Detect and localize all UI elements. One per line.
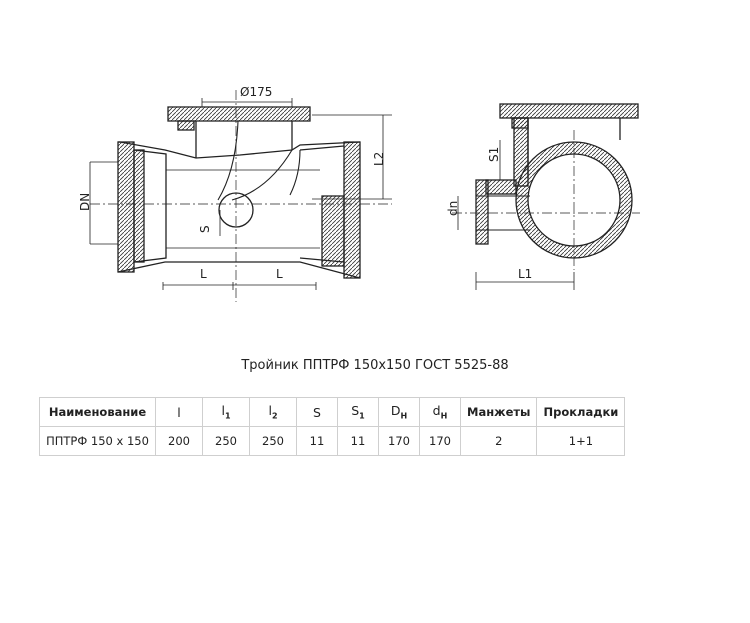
cell-s: 11 <box>296 426 338 456</box>
top-flange <box>167 106 311 122</box>
dim-s1-label: S1 <box>487 147 501 162</box>
main-body-top <box>118 141 361 159</box>
table-header-row: Наименование l l1 l2 S S1 DH dH Манжеты … <box>39 397 626 427</box>
side-view <box>452 103 640 270</box>
dim-s-label: S <box>198 225 212 233</box>
spec-table: Наименование l l1 l2 S S1 DH dH Манжеты … <box>39 397 626 456</box>
col-l: l <box>155 397 203 427</box>
cell-l1: 250 <box>202 426 250 456</box>
front-dimensions <box>89 98 392 290</box>
front-view <box>90 90 392 302</box>
table-row: ППТРФ 150 х 150 200 250 250 11 11 170 17… <box>39 426 626 456</box>
cell-s1: 11 <box>337 426 379 456</box>
col-l2: l2 <box>249 397 297 427</box>
side-top-flange <box>499 103 639 119</box>
cell-l: 200 <box>155 426 203 456</box>
dim-diameter-label: Ø175 <box>240 85 272 99</box>
col-cuffs: Манжеты <box>459 397 538 427</box>
dim-l1-label: L1 <box>518 267 532 281</box>
technical-drawing: Ø175 L2 DN S L L S1 dn L1 <box>78 85 640 302</box>
col-dh-small: dH <box>419 397 461 427</box>
col-s: S <box>296 397 338 427</box>
dim-dn-small-label: dn <box>446 201 460 216</box>
cell-gaskets: 1+1 <box>536 426 626 456</box>
cell-cuffs: 2 <box>459 426 538 456</box>
cell-dh: 170 <box>378 426 420 456</box>
col-dh: DH <box>378 397 420 427</box>
cell-name: ППТРФ 150 х 150 <box>39 426 156 456</box>
col-s1: S1 <box>337 397 379 427</box>
side-dimensions <box>457 140 575 290</box>
right-socket <box>343 141 361 279</box>
dim-l-left-label: L <box>200 267 207 281</box>
cell-dh-small: 170 <box>419 426 461 456</box>
branch-body <box>195 121 293 158</box>
cell-l2: 250 <box>249 426 297 456</box>
dim-dn-label: DN <box>78 193 92 211</box>
dim-l-right-label: L <box>276 267 283 281</box>
side-dim-labels: S1 dn L1 <box>446 147 532 281</box>
front-dim-labels: Ø175 L2 DN S L L <box>78 85 386 281</box>
col-name: Наименование <box>39 397 156 427</box>
side-branch <box>485 179 517 195</box>
drawing-caption: Тройник ППТРФ 150x150 ГОСТ 5525-88 <box>241 358 509 373</box>
col-l1: l1 <box>202 397 250 427</box>
main-body-bottom <box>117 261 361 279</box>
col-gaskets: Прокладки <box>536 397 626 427</box>
left-socket <box>117 141 135 273</box>
dim-l2-label: L2 <box>372 152 386 166</box>
